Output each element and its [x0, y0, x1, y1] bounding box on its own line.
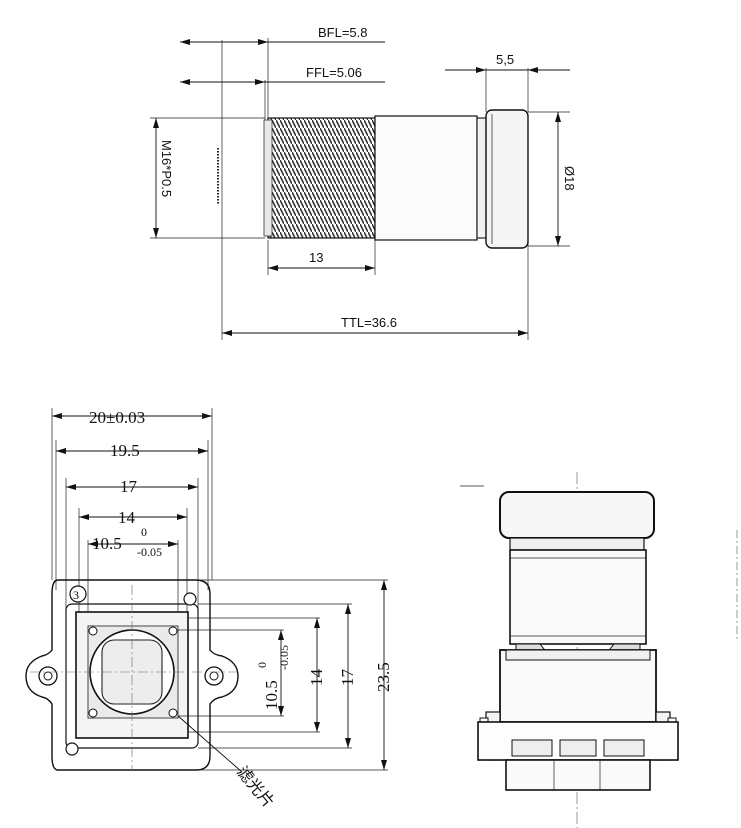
width-14-label: 14: [118, 508, 136, 527]
ttl-label: TTL=36.6: [341, 315, 397, 330]
width-105-sub: -0.05: [137, 545, 162, 559]
assembly-holder-body: [499, 649, 657, 723]
pin-marker-label: 3: [73, 588, 79, 602]
holder-outline: [25, 579, 239, 771]
width-105-sup: 0: [141, 525, 147, 539]
filter-callout-line: [177, 715, 243, 773]
height-105-sub: -0.05: [277, 645, 291, 670]
height-105-label: 10.5: [262, 680, 281, 710]
front-length-label: 5,5: [496, 52, 514, 67]
diameter-label: Ø18: [562, 166, 577, 191]
holder-top-view: 3 20±0.03 19.5 17 14 10.5 0 -0.05 10.5 0…: [25, 408, 393, 811]
lens-front-cap: [485, 109, 529, 249]
assembly-lens-cap: [499, 491, 655, 539]
width-105-label: 10.5: [92, 534, 122, 553]
height-235-label: 23.5: [374, 662, 393, 692]
assembly-lens-barrel: [509, 549, 647, 645]
assembly-sensor-board: [505, 759, 651, 791]
ffl-label: FFL=5.06: [306, 65, 362, 80]
height-17-label: 17: [338, 669, 357, 687]
height-105-sup: 0: [255, 662, 269, 668]
width-17-label: 17: [120, 477, 138, 496]
thread-section: [267, 117, 376, 239]
height-14-label: 14: [307, 669, 326, 687]
bfl-label: BFL=5.8: [318, 25, 368, 40]
thread-label: M16*P0.5: [159, 140, 174, 197]
pin-marker-circle: [69, 585, 87, 603]
lens-side-view: BFL=5.8 FFL=5.06 5,5 M16*P0.5 Ø18 13 TTL…: [150, 25, 577, 340]
thread-length-label: 13: [309, 250, 323, 265]
lens-barrel: [374, 115, 478, 241]
width-195-label: 19.5: [110, 441, 140, 460]
assembly-side-view: [460, 472, 738, 828]
width-20-label: 20±0.03: [89, 408, 145, 427]
